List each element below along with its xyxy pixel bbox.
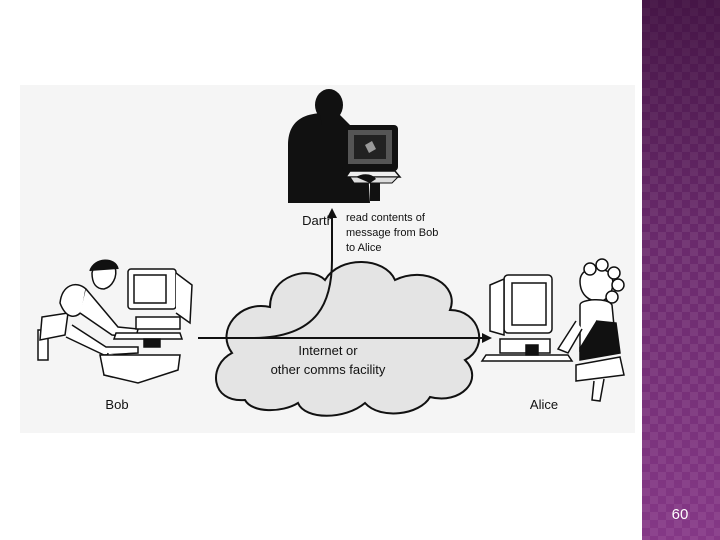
alice-figure — [480, 258, 625, 402]
decorative-side-band — [642, 0, 720, 540]
darth-figure — [288, 89, 402, 203]
bob-label: Bob — [105, 397, 128, 412]
diagram-canvas: Darth read contents of message from Bob … — [37, 89, 625, 417]
diagram-figure: Darth read contents of message from Bob … — [20, 85, 635, 433]
bob-figure — [37, 259, 193, 384]
attack-label-line-2: message from Bob — [346, 227, 438, 239]
page-number: 60 — [671, 506, 689, 523]
network-label-line-2: other comms facility — [271, 362, 386, 377]
alice-label: Alice — [530, 397, 558, 412]
darth-label: Darth — [302, 213, 334, 228]
network-label-line-1: Internet or — [298, 343, 358, 358]
attack-label-line-1: read contents of — [346, 212, 426, 224]
attack-label-line-3: to Alice — [346, 242, 381, 254]
interception-arrow — [251, 208, 337, 339]
